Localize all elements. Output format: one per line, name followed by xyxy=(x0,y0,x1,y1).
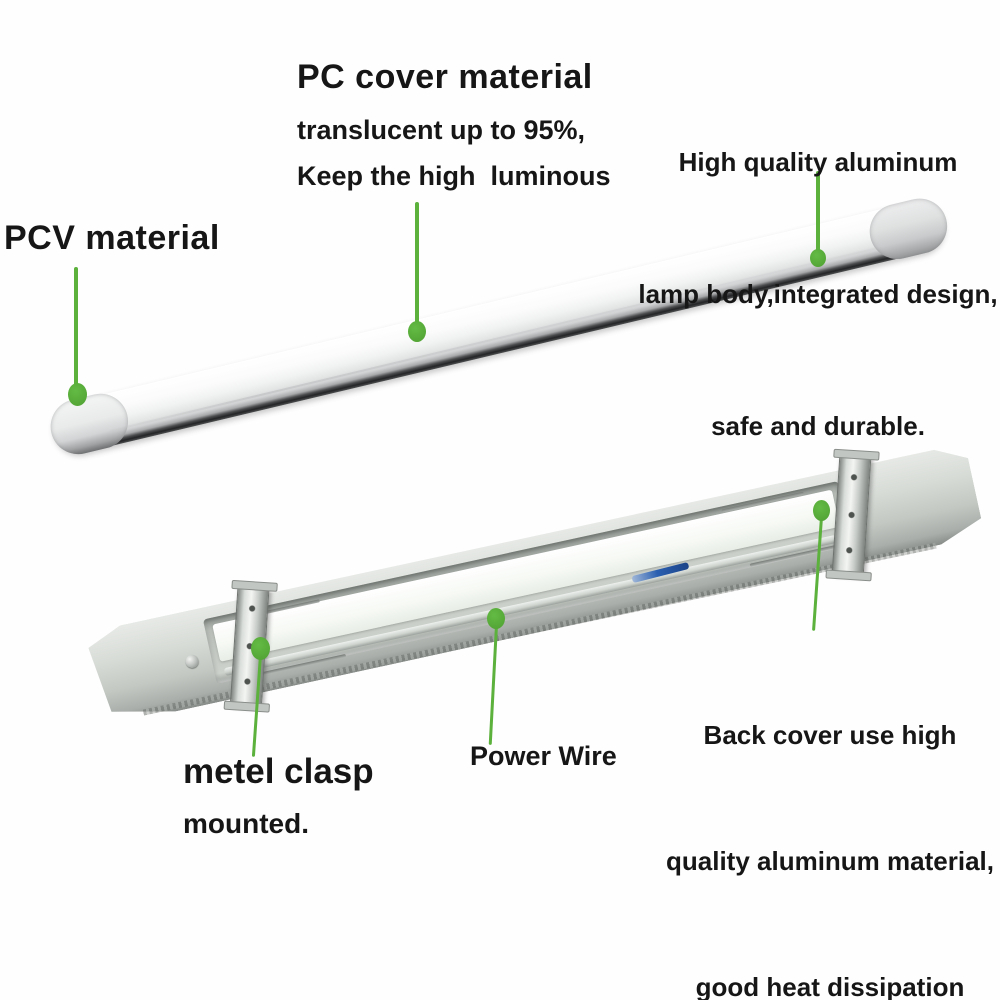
leader-line-pc-cover xyxy=(415,202,419,324)
label-pc-cover-line2: Keep the high luminous xyxy=(297,161,611,191)
callout-dot-pc-cover xyxy=(408,321,426,342)
label-metal-clasp-mounted: mounted. xyxy=(183,808,309,839)
label-pc-cover-title: PC cover material xyxy=(297,58,593,96)
label-aluminum-line3: safe and durable. xyxy=(711,411,925,441)
label-aluminum-line1: High quality aluminum xyxy=(678,147,958,177)
label-back-cover-line2: quality aluminum material, xyxy=(666,846,994,876)
callout-dot-power-wire xyxy=(487,608,505,629)
label-pc-cover-line1: translucent up to 95%, xyxy=(297,115,586,145)
label-back-cover-line3: good heat dissipation xyxy=(695,972,965,1000)
callout-dot-pcv xyxy=(68,383,87,406)
label-metal-clasp: metel clasp xyxy=(183,752,374,791)
callout-dot-back-cover xyxy=(813,500,830,521)
label-back-cover: Back cover use high quality aluminum mat… xyxy=(652,630,1000,1000)
leader-line-pcv xyxy=(74,267,78,387)
callout-dot-aluminum xyxy=(810,249,826,267)
label-pcv-material: PCV material xyxy=(4,219,220,257)
label-aluminum-body: High quality aluminum lamp body,integrat… xyxy=(630,52,1000,536)
leader-line-aluminum xyxy=(816,171,820,253)
callout-dot-clasp xyxy=(251,637,270,660)
label-aluminum-line2: lamp body,integrated design, xyxy=(638,279,998,309)
label-power-wire: Power Wire xyxy=(470,741,617,771)
label-back-cover-line1: Back cover use high xyxy=(703,720,957,750)
